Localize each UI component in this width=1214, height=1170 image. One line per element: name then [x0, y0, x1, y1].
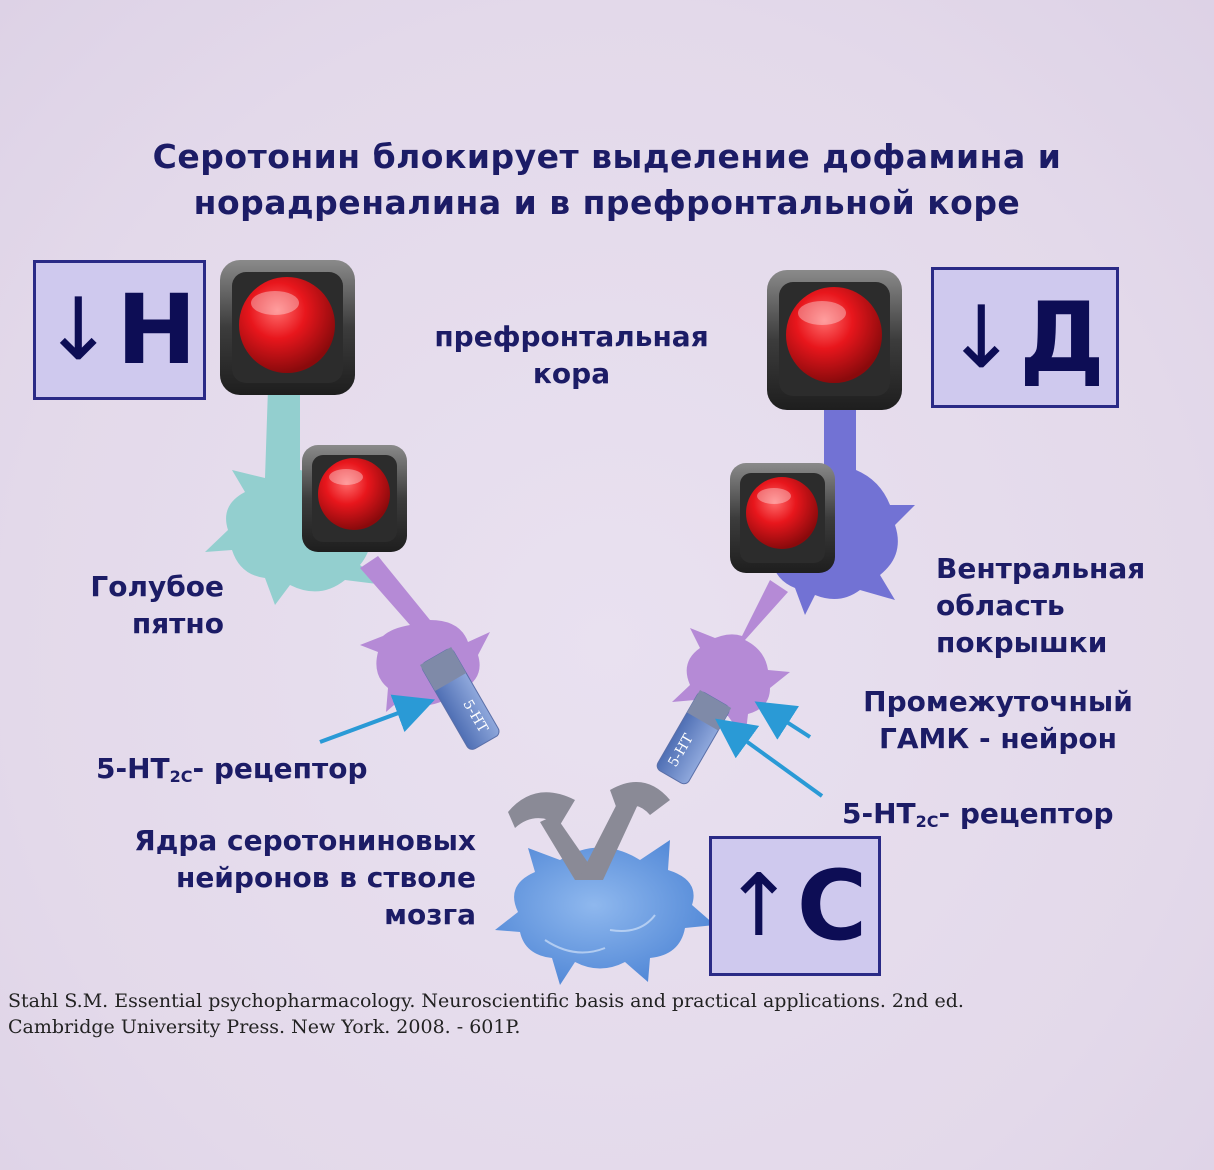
left-receptor: 5-HT — [420, 647, 500, 750]
label-prefrontal-cortex: префронтальная кора — [434, 320, 709, 390]
dopamine-letter: Д — [1019, 281, 1105, 394]
arrow-right-receptor — [715, 718, 824, 798]
arrow-gaba — [754, 701, 812, 740]
label-raphe-nuclei: Ядра серотониновых нейронов в стволе моз… — [134, 824, 476, 931]
stop-light-mid-left — [302, 445, 407, 552]
serotonin-neuron — [495, 840, 715, 985]
down-arrow-icon: ↓ — [945, 287, 1018, 388]
serotonin-axons — [508, 782, 670, 880]
right-receptor: 5-HT — [656, 690, 732, 785]
title-line-2: норадреналина и в префронтальной коре — [193, 183, 1021, 222]
label-right-receptor: 5-HT2C- рецептор — [842, 797, 1114, 831]
label-locus-coeruleus: Голубое пятно — [90, 570, 224, 640]
stop-light-mid-right — [730, 463, 835, 573]
label-gaba-interneuron: Промежуточный ГАМК - нейрон — [863, 685, 1133, 755]
serotonin-increase-box: ↑ С — [709, 836, 881, 976]
norepinephrine-letter: Н — [116, 274, 197, 386]
up-arrow-icon: ↑ — [722, 856, 795, 956]
label-ventral-tegmental-area: Вентральная область покрышки — [936, 552, 1146, 659]
stop-light-top-right — [767, 270, 902, 410]
title-line-1: Серотонин блокирует выделение дофамина и — [152, 137, 1062, 176]
norepinephrine-decrease-box: ↓ Н — [33, 260, 206, 400]
dopamine-decrease-box: ↓ Д — [931, 267, 1119, 408]
arrow-left-receptor — [319, 694, 436, 744]
stop-light-top-left — [220, 260, 355, 395]
reference-citation: Stahl S.M. Essential psychopharmacology.… — [8, 990, 964, 1038]
label-left-receptor: 5-HT2C- рецептор — [96, 752, 368, 786]
page-title: Серотонин блокирует выделение дофамина и… — [0, 134, 1214, 226]
serotonin-letter: С — [796, 850, 868, 962]
down-arrow-icon: ↓ — [42, 280, 115, 380]
